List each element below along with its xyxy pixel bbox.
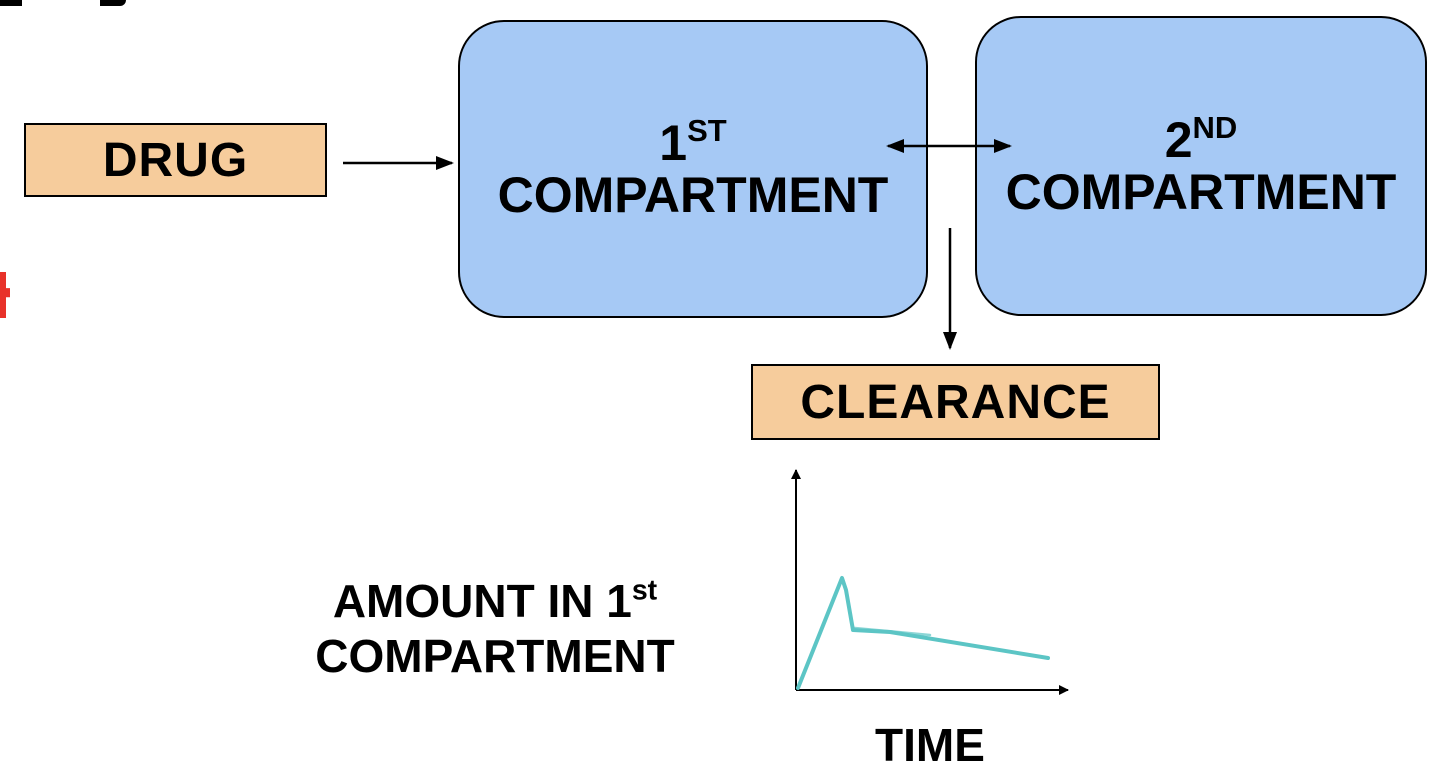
- compartment-2-suffix: ND: [1192, 109, 1238, 145]
- clipped-text-fragment: [0, 272, 10, 318]
- compartment-2: 2ND COMPARTMENT: [975, 16, 1427, 316]
- clipped-heading-fragment: [0, 0, 130, 6]
- plot-ylabel-line2: COMPARTMENT: [315, 630, 675, 683]
- drug-label: DRUG: [102, 133, 249, 187]
- plot-ylabel-sup: st: [631, 574, 658, 607]
- compartment-2-label: COMPARTMENT: [1005, 164, 1397, 220]
- compartment-1-number: 1ST: [659, 112, 727, 171]
- plot-curve-shadow: [853, 626, 932, 637]
- clearance-box: CLEARANCE: [751, 364, 1160, 440]
- compartment-1: 1ST COMPARTMENT: [458, 20, 928, 318]
- compartment-1-label: COMPARTMENT: [497, 167, 889, 223]
- plot-ylabel: AMOUNT IN 1st COMPARTMENT: [270, 574, 720, 684]
- plot-curve: [796, 576, 1050, 690]
- compartment-1-suffix: ST: [687, 112, 727, 148]
- compartment-2-number: 2ND: [1164, 109, 1238, 168]
- plot-xlabel: TIME: [875, 719, 985, 763]
- drug-box: DRUG: [24, 123, 327, 197]
- plot-ylabel-line1: AMOUNT IN 1: [332, 575, 632, 627]
- clearance-label: CLEARANCE: [800, 375, 1111, 429]
